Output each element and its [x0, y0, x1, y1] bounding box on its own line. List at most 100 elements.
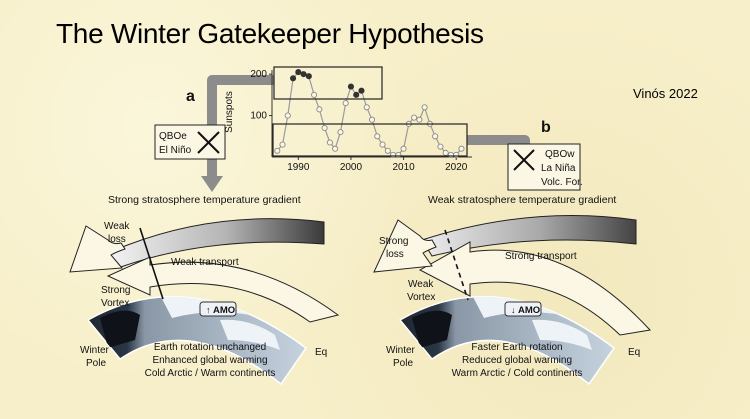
sunspot-point-2000	[347, 83, 354, 90]
vortex-label-b-2: Vortex	[407, 292, 435, 303]
sunspot-chart: 100 200 1990 2000 2010 2020 Sunspots	[224, 66, 472, 173]
condition-a-line-2: El Niño	[159, 145, 192, 156]
pole-label-a-1: Winter	[80, 345, 110, 356]
sunspot-point-2010	[400, 145, 407, 152]
panel-a-letter: a	[186, 88, 195, 105]
caption-b-3: Warm Arctic / Cold continents	[452, 368, 583, 379]
sunspot-point-1987	[279, 141, 286, 148]
x-tick-label-2: 2010	[392, 162, 415, 173]
sunspot-point-1991	[300, 71, 307, 78]
caption-a-1: Earth rotation unchanged	[154, 342, 266, 353]
transport-arrow-a	[106, 256, 340, 323]
condition-box-b: QBOw La Niña Volc. For.	[507, 143, 583, 191]
amo-arrow-down-icon: ↓	[511, 305, 516, 315]
sunspot-point-1988	[284, 112, 291, 119]
sunspot-point-2012	[411, 114, 418, 121]
panel-b-letter: b	[541, 119, 551, 136]
x-tick-label-1: 2000	[340, 162, 363, 173]
condition-b-line-3: Volc. For.	[541, 177, 583, 188]
citation: Vinós 2022	[633, 86, 698, 101]
y-tick-label-0: 100	[250, 111, 267, 122]
sunspot-point-2002	[358, 87, 365, 94]
loss-label-a-1: Weak	[104, 221, 130, 232]
sunspot-point-1996	[326, 139, 333, 146]
panel-b-diagram: ↓ AMO Strong loss Strong transport Weak …	[373, 215, 651, 386]
caption-a-3: Cold Arctic / Warm continents	[145, 368, 276, 379]
highlight-box-a	[273, 66, 383, 100]
sunspot-point-2009	[395, 151, 402, 158]
gradient-band-b	[421, 215, 637, 257]
gradient-label-b: Weak stratosphere temperature gradient	[428, 194, 616, 206]
cross-icon	[513, 149, 535, 171]
x-ticks: 1990 2000 2010 2020	[287, 157, 468, 173]
earth-surface-b	[398, 296, 616, 386]
panel-a-diagram: ↑ AMO Weak loss Weak transport Strong Vo…	[69, 218, 340, 386]
transport-arrow-b	[418, 241, 651, 336]
sunspot-point-2013	[416, 116, 423, 123]
gradient-label-a: Strong stratosphere temperature gradient	[108, 194, 301, 206]
amo-arrow-up-icon: ↑	[206, 305, 211, 315]
sunspot-point-2006	[379, 141, 386, 148]
sunspot-point-2003	[363, 104, 370, 111]
sunspot-series	[276, 71, 462, 156]
sunspot-point-2020	[453, 151, 460, 158]
sunspot-point-1998	[337, 129, 344, 136]
loss-label-b-2: loss	[386, 249, 404, 260]
pole-label-a-2: Pole	[86, 358, 106, 369]
y-axis-label: Sunspots	[224, 91, 235, 133]
eq-label-a: Eq	[315, 347, 327, 358]
sunspot-point-2004	[368, 116, 376, 123]
vortex-barrier-b	[444, 229, 469, 301]
y-ticks: 100 200	[250, 69, 272, 122]
sunspot-point-1986	[274, 147, 281, 154]
pole-label-b-2: Pole	[393, 358, 413, 369]
loss-arrow-b	[373, 219, 437, 273]
vortex-barrier-a	[139, 227, 164, 300]
sunspot-point-1992	[305, 73, 312, 80]
sunspot-point-2021	[458, 145, 465, 152]
y-tick-label-1: 200	[250, 69, 267, 80]
transport-label-b: Strong transport	[505, 251, 577, 262]
sunspot-point-2005	[374, 133, 381, 140]
caption-a-2: Enhanced global warming	[152, 355, 267, 366]
loss-label-b-1: Strong	[379, 236, 408, 247]
sunspot-point-2016	[432, 133, 439, 140]
sunspot-point-2001	[353, 91, 360, 98]
sunspot-line	[276, 71, 462, 156]
transport-label-a: Weak transport	[171, 257, 239, 268]
amo-badge-b	[504, 301, 542, 317]
sunspot-point-2017	[437, 143, 444, 150]
sunspot-point-1999	[342, 100, 349, 107]
condition-box-a: QBOe El Niño	[154, 124, 226, 160]
loss-label-a-2: loss	[108, 234, 126, 245]
amo-label-b: AMO	[518, 305, 540, 316]
eq-label-b: Eq	[628, 347, 640, 358]
sunspot-point-2008	[390, 151, 397, 158]
sunspot-point-2014	[421, 104, 428, 111]
condition-b-line-2: La Niña	[541, 163, 576, 174]
cross-icon	[197, 131, 220, 154]
slide-title: The Winter Gatekeeper Hypothesis	[56, 18, 484, 49]
earth-surface-a	[86, 296, 308, 386]
amo-badge-a	[199, 301, 237, 317]
pole-label-b-1: Winter	[386, 345, 416, 356]
condition-b-line-1: QBOw	[545, 149, 575, 160]
x-tick-label-0: 1990	[287, 162, 310, 173]
loss-arrow-a	[69, 225, 126, 273]
highlight-box-b	[272, 123, 468, 157]
amo-label-a: AMO	[213, 305, 235, 316]
sunspot-point-1997	[332, 145, 339, 152]
vortex-label-a-1: Strong	[101, 285, 130, 296]
sunspot-point-2018	[442, 149, 449, 156]
caption-b-1: Faster Earth rotation	[471, 342, 562, 353]
vortex-label-b-1: Weak	[408, 279, 434, 290]
gradient-band-a	[107, 218, 325, 269]
sunspot-point-1990	[295, 69, 302, 76]
sunspot-point-2019	[447, 151, 454, 158]
condition-a-line-1: QBOe	[159, 131, 187, 142]
vortex-label-a-2: Vortex	[101, 298, 129, 309]
sunspot-point-2007	[384, 147, 391, 154]
x-tick-label-3: 2020	[445, 162, 468, 173]
